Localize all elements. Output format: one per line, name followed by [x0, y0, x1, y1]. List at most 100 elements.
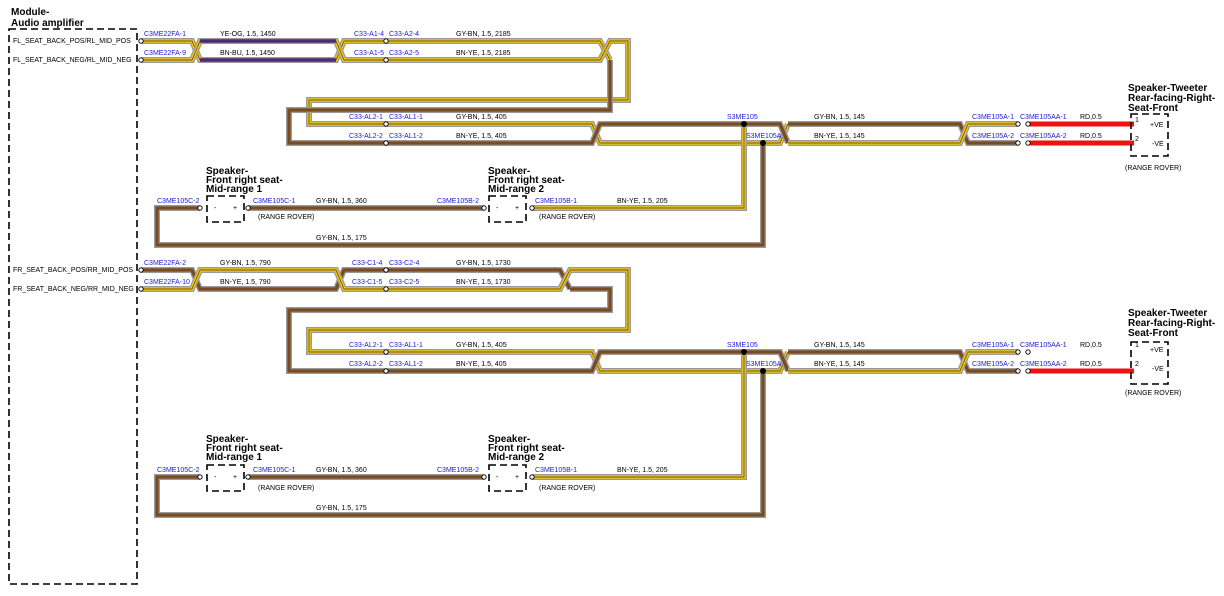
tweeter-pin-2: 2 — [1135, 361, 1139, 368]
conn-c33-a2-4: C33-A2-4 — [389, 31, 419, 38]
conn-c3me22fa-10: C3ME22FA-10 — [144, 279, 190, 286]
midrange1-title-line3: Mid-range 1 — [206, 452, 263, 463]
tweeter-pin-2: 2 — [1135, 136, 1139, 143]
wire-label-bn-ye-2185: BN-YE, 1.5, 2185 — [456, 50, 511, 57]
midrange1-minus: - — [214, 474, 217, 481]
conn-c33-al2-1: C33-AL2-1 — [349, 342, 383, 349]
midrange1-title-line3: Mid-range 1 — [206, 184, 263, 195]
conn-c33-al1-2: C33-AL1-2 — [389, 361, 423, 368]
midrange2-box — [488, 195, 527, 223]
midrange1-title-line2: Front right seat- — [206, 443, 283, 454]
conn-c3me105c-2: C3ME105C-2 — [157, 467, 200, 474]
tweeter-title-line1: Speaker-Tweeter — [1128, 308, 1207, 319]
wire-label-bn-ye-145: BN-YE, 1.5, 145 — [814, 133, 865, 140]
audio-amplifier-module-box — [8, 28, 138, 585]
conn-c3me105aa-1: C3ME105AA-1 — [1020, 114, 1067, 121]
wire-label-bn-bu: BN-BU, 1.5, 1450 — [220, 50, 275, 57]
wire-label-rd-05: RD,0.5 — [1080, 361, 1102, 368]
conn-c3me105a-2: C3ME105A-2 — [972, 133, 1014, 140]
tweeter-pin-1: 1 — [1135, 342, 1139, 349]
wire-label-gy-bn-405: GY-BN, 1.5, 405 — [456, 114, 507, 121]
pin-markers — [138, 38, 1031, 480]
midrange2-note: (RANGE ROVER) — [539, 485, 595, 492]
pin-fl-pos: FL_SEAT_BACK_POS/RL_MID_POS — [13, 38, 131, 45]
wire-label-gy-bn-145: GY-BN, 1.5, 145 — [814, 342, 865, 349]
conn-c33-c1-5: C33-C1-5 — [352, 279, 382, 286]
tweeter-pos: +VE — [1150, 122, 1164, 129]
midrange2-box — [488, 464, 527, 492]
pin-fr-neg: FR_SEAT_BACK_NEG/RR_MID_NEG — [13, 286, 134, 293]
wire-label-bn-ye-405: BN-YE, 1.5, 405 — [456, 361, 507, 368]
conn-c3me105c-1: C3ME105C-1 — [253, 198, 296, 205]
wire-label-gy-bn-175: GY-BN, 1.5, 175 — [316, 235, 367, 242]
wire-label-gy-bn-1730: GY-BN, 1.5, 1730 — [456, 260, 511, 267]
conn-c3me105a-2: C3ME105A-2 — [972, 361, 1014, 368]
wire-label-gy-bn-405: GY-BN, 1.5, 405 — [456, 342, 507, 349]
circuit-1-wires — [141, 38, 1134, 248]
midrange1-box — [206, 195, 245, 223]
wire-label-bn-ye-1730: BN-YE, 1.5, 1730 — [456, 279, 511, 286]
conn-c3me105a-1: C3ME105A-1 — [972, 114, 1014, 121]
tweeter-title-line3: Seat-Front — [1128, 328, 1179, 339]
tweeter-note: (RANGE ROVER) — [1125, 165, 1181, 172]
midrange2-title-line2: Front right seat- — [488, 175, 565, 186]
midrange2-minus: - — [496, 205, 499, 212]
midrange2-title-line3: Mid-range 2 — [488, 184, 545, 195]
wire-label-bn-ye-790: BN-YE, 1.5, 790 — [220, 279, 271, 286]
wire-label-gy-bn-360: GY-BN, 1.5, 360 — [316, 467, 367, 474]
conn-c33-c1-4: C33-C1-4 — [352, 260, 382, 267]
pin-fr-pos: FR_SEAT_BACK_POS/RR_MID_POS — [13, 267, 133, 274]
wire-label-gy-bn-145: GY-BN, 1.5, 145 — [814, 114, 865, 121]
conn-c33-c2-5: C33-C2-5 — [389, 279, 419, 286]
conn-c33-a1-5: C33-A1-5 — [354, 50, 384, 57]
wire-label-ye-og: YE-OG, 1.5, 1450 — [220, 31, 276, 38]
conn-c33-a2-5: C33-A2-5 — [389, 50, 419, 57]
pin-fl-neg: FL_SEAT_BACK_NEG/RL_MID_NEG — [13, 57, 132, 64]
conn-c33-al1-1: C33-AL1-1 — [389, 114, 423, 121]
wire-label-rd-05: RD,0.5 — [1080, 114, 1102, 121]
midrange1-plus: + — [233, 474, 237, 481]
conn-c3me22fa-1: C3ME22FA-1 — [144, 31, 186, 38]
midrange1-minus: - — [214, 205, 217, 212]
midrange1-plus: + — [233, 205, 237, 212]
midrange2-title-line1: Speaker- — [488, 166, 530, 177]
midrange1-title-line2: Front right seat- — [206, 175, 283, 186]
tweeter-note: (RANGE ROVER) — [1125, 390, 1181, 397]
conn-c33-al2-2: C33-AL2-2 — [349, 361, 383, 368]
tweeter-pos: +VE — [1150, 347, 1164, 354]
wire-label-bn-ye-205: BN-YE, 1.5, 205 — [617, 467, 668, 474]
tweeter-pin-1: 1 — [1135, 117, 1139, 124]
tweeter-title-line2: Rear-facing-Right- — [1128, 93, 1215, 104]
splice-s3me105: S3ME105 — [727, 114, 758, 121]
midrange2-title-line2: Front right seat- — [488, 443, 565, 454]
conn-c33-al1-1: C33-AL1-1 — [389, 342, 423, 349]
midrange1-note: (RANGE ROVER) — [258, 214, 314, 221]
tweeter-box — [1130, 113, 1169, 157]
wire-label-gy-bn-2185: GY-BN, 1.5, 2185 — [456, 31, 511, 38]
wire-label-bn-ye-145: BN-YE, 1.5, 145 — [814, 361, 865, 368]
splice-s3me105: S3ME105 — [727, 342, 758, 349]
wire-label-rd-05: RD,0.5 — [1080, 133, 1102, 140]
midrange1-note: (RANGE ROVER) — [258, 485, 314, 492]
tweeter-neg: -VE — [1152, 141, 1164, 148]
midrange2-note: (RANGE ROVER) — [539, 214, 595, 221]
conn-c3me105b-1: C3ME105B-1 — [535, 467, 577, 474]
conn-c3me105c-1: C3ME105C-1 — [253, 467, 296, 474]
conn-c3me105aa-1: C3ME105AA-1 — [1020, 342, 1067, 349]
conn-c3me105b-1: C3ME105B-1 — [535, 198, 577, 205]
wire-label-gy-bn-360: GY-BN, 1.5, 360 — [316, 198, 367, 205]
splice-dots — [741, 121, 766, 374]
conn-c3me105a-1: C3ME105A-1 — [972, 342, 1014, 349]
wire-label-bn-ye-205: BN-YE, 1.5, 205 — [617, 198, 668, 205]
midrange1-title-line1: Speaker- — [206, 434, 248, 445]
wire-label-gy-bn-790: GY-BN, 1.5, 790 — [220, 260, 271, 267]
tweeter-box — [1130, 341, 1169, 385]
conn-c3me105aa-2: C3ME105AA-2 — [1020, 361, 1067, 368]
conn-c3me105aa-2: C3ME105AA-2 — [1020, 133, 1067, 140]
conn-c3me22fa-9: C3ME22FA-9 — [144, 50, 186, 57]
splice-s3me105a: S3ME105A — [746, 133, 782, 140]
conn-c33-al1-2: C33-AL1-2 — [389, 133, 423, 140]
tweeter-title-line1: Speaker-Tweeter — [1128, 83, 1207, 94]
module-title-line2: Audio amplifier — [11, 18, 84, 29]
